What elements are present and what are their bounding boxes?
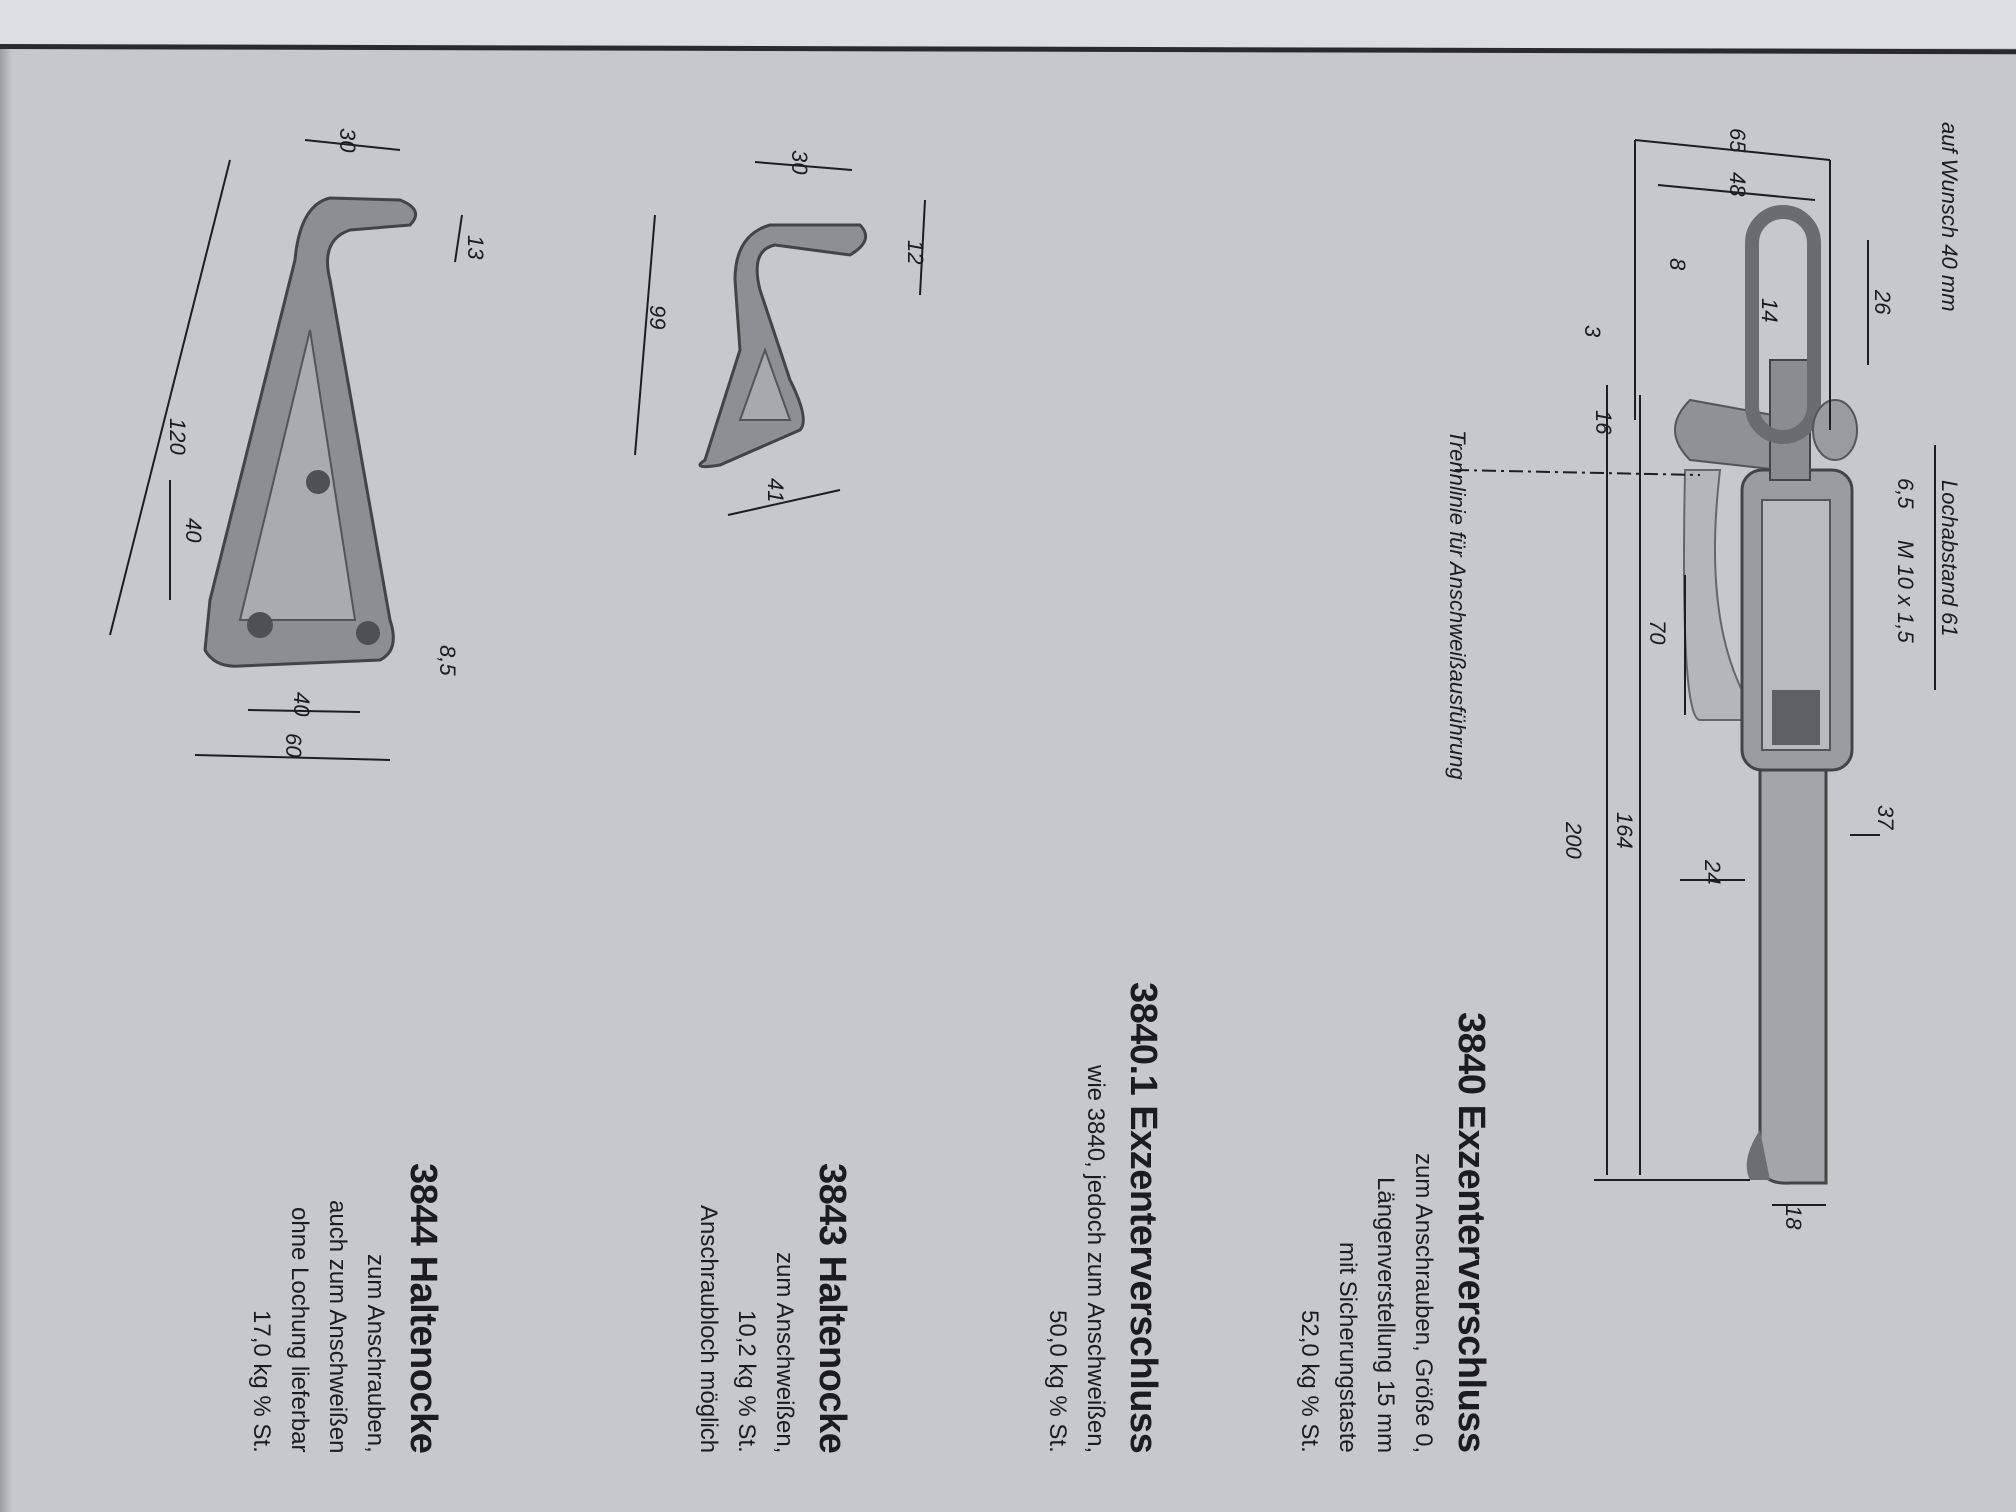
note-thread: M 10 x 1,5 — [1893, 540, 1918, 643]
page-top-background — [0, 0, 2016, 48]
drawing-3840-latch: 65 48 8 14 26 3 16 6,5 70 164 200 37 24 … — [1445, 122, 1962, 1230]
product-line: wie 3840, jedoch zum Anschweißen, — [1082, 1064, 1109, 1453]
product-line: 17,0 kg % St. — [248, 1310, 275, 1453]
product-3843: 3843 Haltenocke zum Anschweißen, 10,2 kg… — [689, 1125, 861, 1453]
product-line: ohne Lochung lieferbar — [286, 1207, 313, 1453]
drawing-3844-hook: 30 13 120 40 8,5 40 60 — [109, 128, 488, 761]
dim-label: 14 — [1757, 298, 1782, 322]
dim-label: 40 — [181, 518, 206, 543]
dim-label: 30 — [335, 128, 360, 153]
product-line: zum Anschrauben, Größe 0, — [1410, 1152, 1437, 1453]
dim-label: 37 — [1873, 805, 1898, 830]
dim-label: 60 — [281, 733, 306, 758]
product-line: zum Anschrauben, — [362, 1254, 389, 1453]
product-3840-1: 3840.1 Exzenterverschluss wie 3840, jedo… — [1038, 930, 1172, 1453]
product-line: 50,0 kg % St. — [1044, 1310, 1071, 1453]
product-line: 10,2 kg % St. — [733, 1310, 760, 1453]
product-title: 3840.1 Exzenterverschluss — [1122, 981, 1164, 1453]
dim-label: 30 — [787, 150, 812, 175]
dim-label: 3 — [1580, 325, 1605, 338]
dim-label: 13 — [463, 235, 488, 260]
product-title: 3844 Haltenocke — [402, 1162, 444, 1453]
dim-label: 12 — [903, 240, 928, 264]
dim-label: 24 — [1700, 859, 1725, 884]
dim-label: 16 — [1591, 410, 1616, 435]
product-title: 3840 Exzenterverschluss — [1450, 1012, 1492, 1453]
dim-label: 8,5 — [435, 645, 460, 676]
note-option: auf Wunsch 40 mm — [1937, 122, 1962, 312]
product-line: Längenverstellung 15 mm — [1372, 1176, 1399, 1453]
dim-label: 200 — [1561, 821, 1586, 859]
dim-label: 26 — [1870, 289, 1895, 315]
product-line: zum Anschweißen, — [771, 1251, 798, 1453]
drawing-3843-hook: 30 12 99 41 — [634, 150, 928, 516]
note-hole-spacing: Lochabstand 61 — [1937, 480, 1962, 637]
product-line: auch zum Anschweißen — [324, 1199, 351, 1453]
note-cut-line: Trennlinie für Anschweißausführung — [1445, 430, 1470, 780]
dim-label: 6,5 — [1893, 478, 1918, 509]
product-line: mit Sicherungstaste — [1334, 1242, 1361, 1453]
page-left-shadow — [0, 49, 12, 1512]
dim-label: 99 — [645, 305, 670, 329]
dim-label: 40 — [289, 692, 314, 717]
dim-label: 65 — [1725, 128, 1750, 153]
product-line: Anschraubloch möglich — [695, 1204, 722, 1453]
dim-label: 18 — [1781, 1205, 1806, 1230]
dim-label: 120 — [165, 418, 190, 455]
product-title: 3843 Haltenocke — [811, 1162, 853, 1453]
dim-label: 164 — [1612, 812, 1637, 849]
dim-label: 41 — [763, 478, 788, 502]
dim-label: 8 — [1665, 258, 1690, 271]
product-3844: 3844 Haltenocke zum Anschrauben, auch zu… — [242, 1125, 452, 1453]
dim-label: 70 — [1645, 620, 1670, 645]
product-3840: 3840 Exzenterverschluss zum Anschrauben,… — [1290, 930, 1500, 1453]
product-line: 52,0 kg % St. — [1296, 1310, 1323, 1453]
dim-label: 48 — [1725, 172, 1750, 197]
